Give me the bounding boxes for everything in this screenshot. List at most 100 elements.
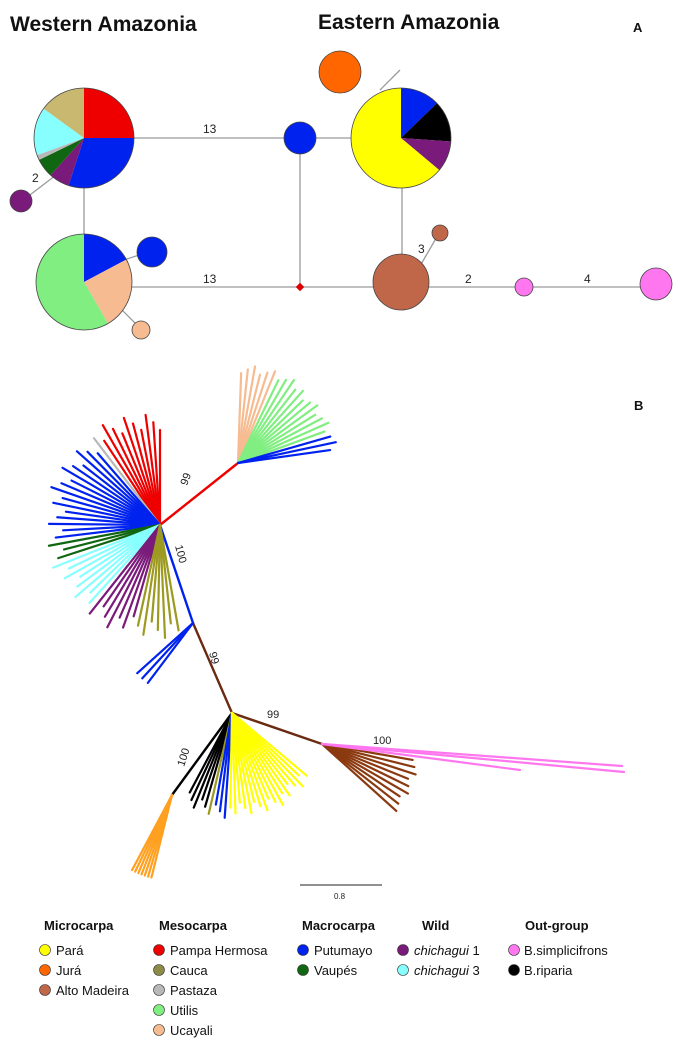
western-fan-leaf [158, 523, 180, 632]
median-vector-node [295, 282, 305, 292]
edge-altomadeira-small [419, 234, 439, 267]
altomadeira-fan-leaf [320, 742, 417, 776]
pie-slice [84, 88, 134, 138]
legend-label: Putumayo [314, 943, 373, 958]
utilis-fan-leaf [236, 378, 288, 465]
legend-swatch [508, 964, 520, 976]
western-fan-leaf [111, 427, 162, 527]
western-fan-leaf [131, 422, 162, 527]
node-outline [9, 189, 33, 213]
pie-slice [401, 138, 451, 171]
western-fan-leaf [52, 523, 162, 569]
western-fan-leaf [152, 421, 162, 527]
altomadeira-fan-leaf [320, 742, 410, 788]
pie-slice [43, 88, 84, 138]
pie-slice [284, 122, 316, 154]
western-fan-leaf [56, 516, 162, 527]
node-outline [639, 267, 673, 301]
legend-swatch [153, 964, 165, 976]
western-fan-leaf [88, 523, 162, 604]
legend-swatch [297, 964, 309, 976]
utilis-fan-leaf [236, 404, 319, 465]
haplotype-node-west-main [33, 87, 135, 189]
western-fan-leaf [122, 416, 162, 527]
haplotype-node-simplicifrons [639, 267, 673, 301]
bootstrap-label: 100 [175, 747, 192, 768]
edge-jura [379, 69, 401, 91]
utilis-fan-leaf [236, 389, 305, 465]
western-fan-leaf [52, 501, 162, 527]
legend-group-wild: Wild chichagui 1 chichagui 3 [397, 918, 480, 978]
western-fan-leaf [57, 523, 162, 560]
pie-slice [10, 190, 32, 212]
pie-slice [401, 103, 451, 142]
putumayo-clade-leaf [141, 621, 195, 680]
utilis-fan-leaf [236, 421, 330, 465]
western-fan-leaf [144, 413, 162, 527]
haplotype-node-alto-madeira-small [431, 224, 449, 242]
legend-label: B.riparia [524, 963, 573, 978]
edge-label: 2 [32, 171, 39, 185]
western-fan-leaf [60, 482, 162, 527]
node-outline [283, 121, 317, 155]
western-fan-leaf [47, 522, 162, 527]
legend-group-macrocarpa: Macrocarpa Putumayo Vaupés [297, 918, 376, 978]
pie-slice [39, 138, 84, 176]
legend-swatch [508, 944, 520, 956]
legend-swatch [39, 944, 51, 956]
western-fan-leaf [86, 450, 162, 527]
pie-slice [401, 88, 437, 138]
haplotype-node-alto-madeira [372, 253, 430, 311]
legend-group-microcarpa: Microcarpa Pará Jurá Alto Madeira [39, 918, 130, 998]
western-fan-leaf [142, 523, 162, 636]
altomadeira-fan-leaf [320, 742, 398, 813]
legend-label: B.simplicifrons [524, 943, 608, 958]
western-fan-leaf [121, 523, 162, 629]
eastern-fan-leaf [230, 711, 308, 777]
node-outline [431, 224, 449, 242]
utilis-fan-leaf [236, 435, 332, 465]
legend-label: chichagui 3 [414, 963, 480, 978]
western-fan-leaf [136, 523, 162, 627]
pie-slice [132, 321, 150, 339]
western-fan-leaf [63, 523, 162, 580]
legend-swatch [297, 944, 309, 956]
legend-swatch [153, 944, 165, 956]
pie-slice [37, 138, 84, 160]
panel-b-label: B [634, 398, 643, 413]
western-fan-leaf [74, 523, 162, 599]
legend-group-outgroup: Out-group B.simplicifrons B.riparia [508, 918, 608, 978]
panel-a-label: A [633, 20, 643, 35]
western-fan-leaf [71, 465, 162, 527]
node-outline [350, 87, 452, 189]
utilis-fan-leaf [236, 378, 296, 465]
haplotype-node-west-lower [35, 233, 133, 331]
legend-label: Jurá [56, 963, 82, 978]
utilis-fan-leaf [236, 441, 337, 465]
jura-fan-leaf [150, 793, 174, 879]
haplotype-node-east-main [350, 87, 452, 189]
legend-swatch [153, 1024, 165, 1036]
western-fan-leaf [158, 523, 167, 639]
legend-heading: Mesocarpa [159, 918, 228, 933]
pie-slice [351, 88, 440, 188]
scale-bar-label: 0.8 [334, 892, 346, 901]
western-fan-leaf [47, 523, 162, 547]
legend-heading: Macrocarpa [302, 918, 376, 933]
legend-swatch [153, 984, 165, 996]
western-fan-leaf [88, 523, 162, 615]
legend-label: Pastaza [170, 983, 218, 998]
legend-label: Cauca [170, 963, 208, 978]
edge-label: 13 [203, 272, 217, 286]
utilis-fan-leaf [236, 417, 323, 465]
pie-slice [84, 234, 127, 282]
western-fan-leaf [76, 523, 162, 588]
western-fan-leaf [61, 466, 162, 527]
legend-label: Vaupés [314, 963, 358, 978]
pie-slice [319, 51, 361, 93]
legend-heading: Wild [422, 918, 449, 933]
putumayo-clade-leaf [146, 621, 195, 684]
bootstrap-label: 100 [373, 735, 391, 747]
outgroup-leaf [320, 742, 522, 772]
